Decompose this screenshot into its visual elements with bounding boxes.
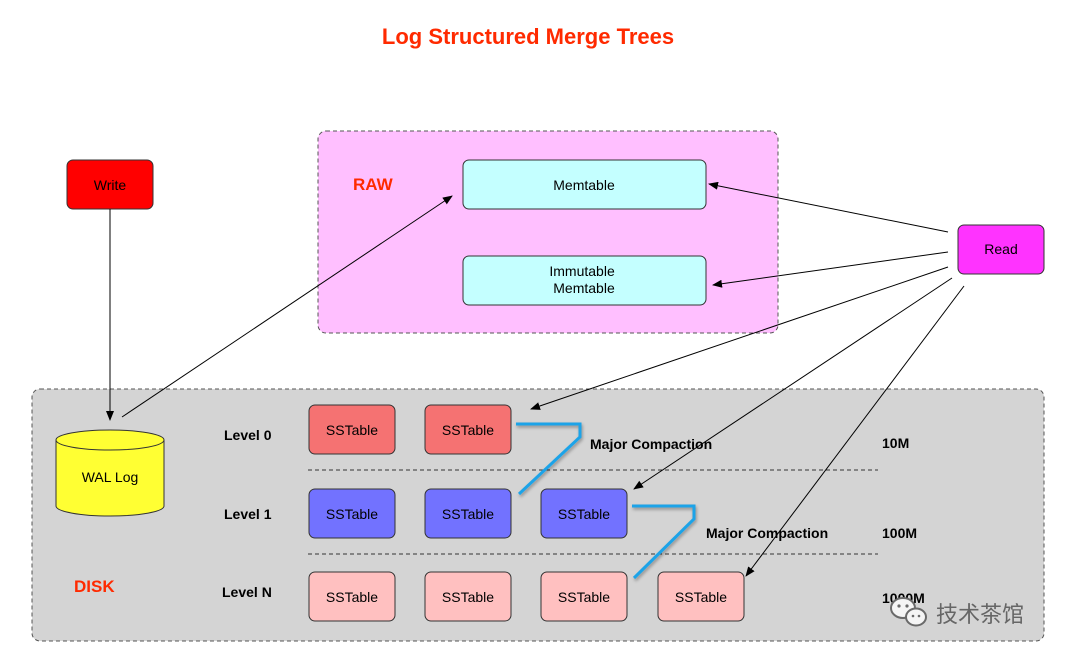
- arrow-read-to-immutable: [712, 251, 949, 288]
- sstable-leveln-2-label: SSTable: [442, 589, 494, 605]
- memtable-label: Memtable: [553, 177, 615, 193]
- arrow-read-to-memtable: [708, 181, 949, 233]
- sstable-level0-2: [424, 404, 512, 455]
- watermark-text: 技术茶馆: [936, 602, 1024, 627]
- immutable-memtable-box: [462, 255, 707, 306]
- immutable-memtable-line-1: Immutable: [549, 263, 615, 279]
- arrow-read-to-level0: [530, 266, 949, 410]
- wechat-icon: [890, 597, 927, 627]
- sstable-level1-1: [308, 488, 396, 539]
- disk-zone: [31, 388, 1045, 642]
- sstable-leveln-4: [657, 571, 745, 622]
- immutable-memtable-line-2: Memtable: [553, 280, 615, 296]
- level-n-label: Level N: [222, 584, 272, 600]
- disk-label: DISK: [74, 577, 115, 596]
- level-0-size: 10M: [882, 435, 909, 451]
- read-label: Read: [984, 241, 1017, 257]
- level-0-label: Level 0: [224, 427, 272, 443]
- compaction-path-1-to-n: [632, 504, 696, 580]
- sstable-leveln-3-label: SSTable: [558, 589, 610, 605]
- sstable-leveln-3: [540, 571, 628, 622]
- arrow-read-to-leveln: [745, 285, 965, 577]
- sstable-level1-3-label: SSTable: [558, 506, 610, 522]
- sstable-leveln-4-label: SSTable: [675, 589, 727, 605]
- sstable-leveln-1-label: SSTable: [326, 589, 378, 605]
- immutable-memtable-label: Immutable Memtable: [549, 263, 618, 296]
- sstable-level1-2-label: SSTable: [442, 506, 494, 522]
- memtable-box: [462, 159, 707, 210]
- compaction-path-0-to-1: [516, 422, 582, 496]
- compaction-label-1: Major Compaction: [706, 525, 828, 541]
- watermark: 技术茶馆: [890, 597, 1024, 627]
- level-1-label: Level 1: [224, 506, 272, 522]
- arrow-read-to-level1: [633, 277, 953, 490]
- wal-log-label: WAL Log: [82, 469, 139, 485]
- sstable-level0-2-label: SSTable: [442, 422, 494, 438]
- wal-log-cylinder: [55, 429, 165, 517]
- write-label: Write: [94, 177, 127, 193]
- sstable-leveln-1: [308, 571, 396, 622]
- read-box: [957, 224, 1045, 275]
- level-1-size: 100M: [882, 525, 917, 541]
- sstable-level0-1-label: SSTable: [326, 422, 378, 438]
- sstable-level0-1: [308, 404, 396, 455]
- sstable-level1-2: [424, 488, 512, 539]
- arrow-wal-to-memtable: [121, 195, 453, 418]
- diagram-title: Log Structured Merge Trees: [382, 24, 674, 49]
- compaction-label-0: Major Compaction: [590, 436, 712, 452]
- sstable-level1-1-label: SSTable: [326, 506, 378, 522]
- sstable-level1-3: [540, 488, 628, 539]
- raw-label: RAW: [353, 175, 394, 194]
- sstable-leveln-2: [424, 571, 512, 622]
